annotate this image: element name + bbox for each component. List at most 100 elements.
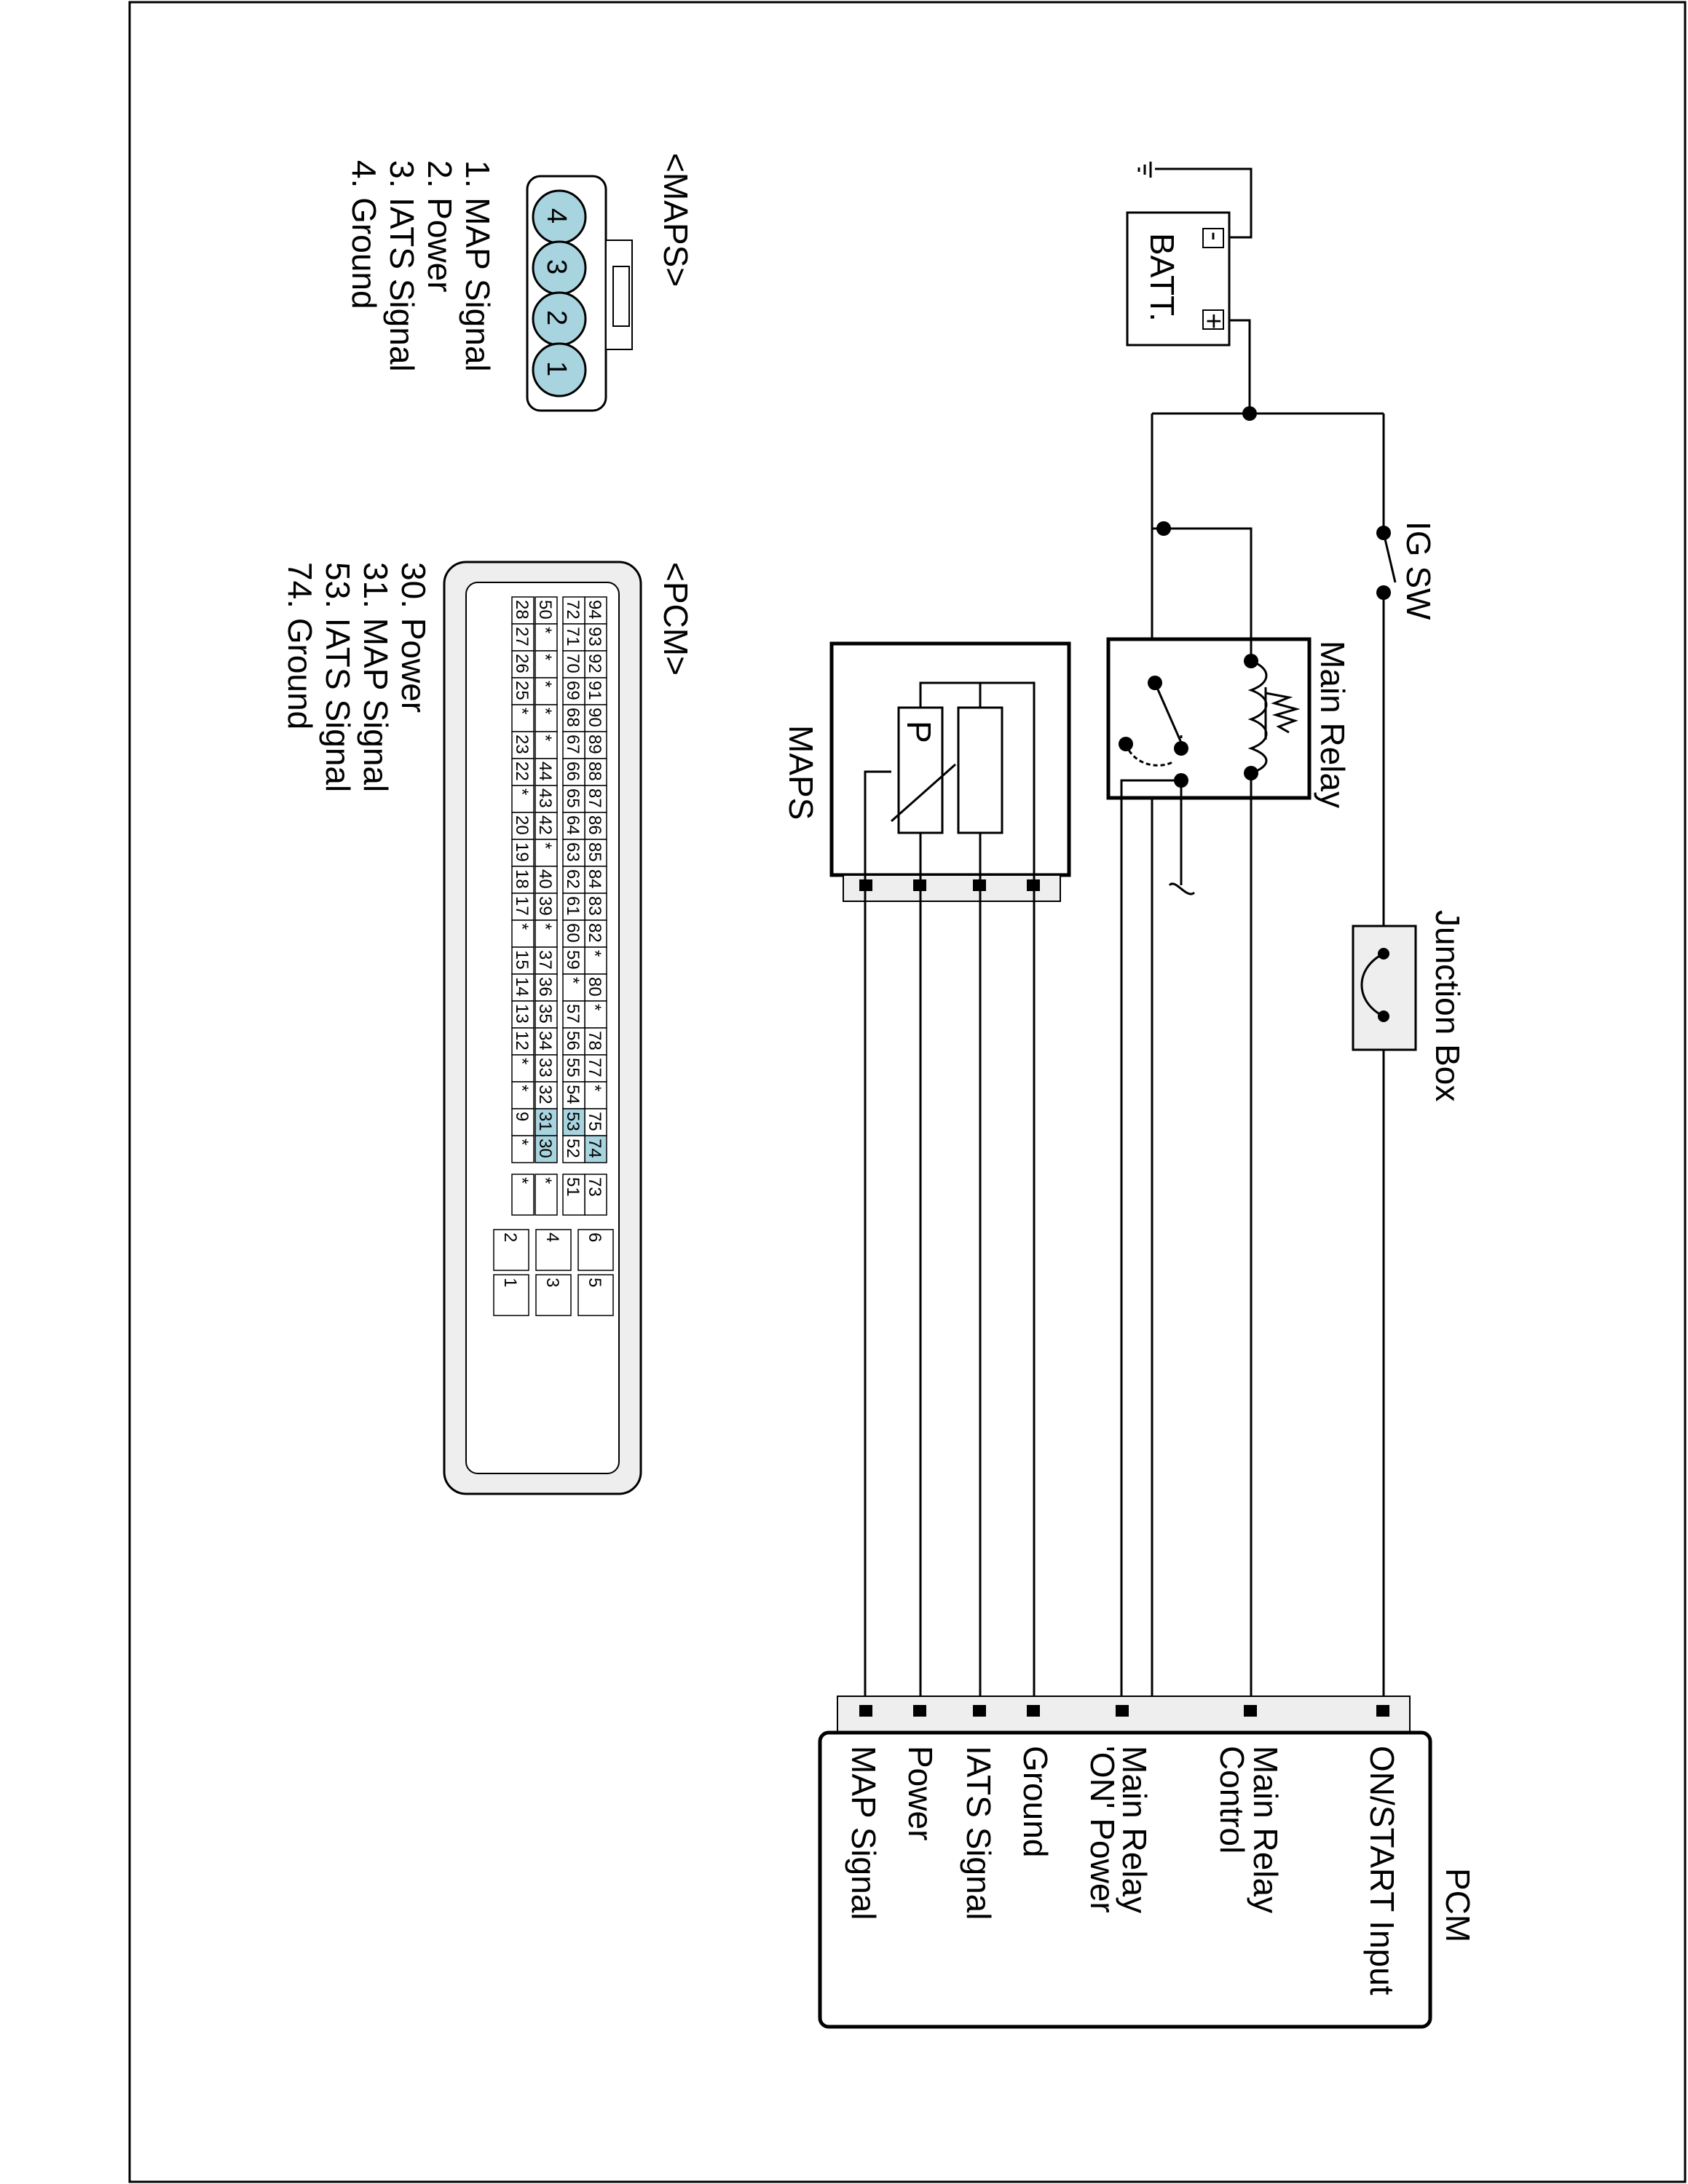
- svg-text:BATT.: BATT.: [1143, 233, 1181, 322]
- pcm-pin-72: [562, 596, 585, 625]
- pcm-pin-30: [535, 1135, 558, 1163]
- pcm-pin-19: [511, 839, 535, 867]
- svg-text:PCM: PCM: [1439, 1868, 1477, 1942]
- pcm-pin-75: [584, 1108, 607, 1136]
- pcm-pin-unused-label: *: [535, 681, 555, 687]
- pcm-pin-57: [562, 1000, 585, 1029]
- pcm-pin-80-label: 80: [585, 977, 604, 997]
- ground-symbol: [1137, 162, 1152, 178]
- pcm-pin-unused-label: *: [512, 923, 532, 930]
- svg-text:Control: Control: [1213, 1746, 1251, 1853]
- pcm-pin-23: [511, 731, 535, 759]
- pcm-pin-39: [535, 893, 558, 921]
- pcm-power-pin-4-label: 4: [543, 1233, 562, 1242]
- pcm-pin-91-label: 91: [585, 681, 604, 700]
- pcm-pin-unused-label: *: [512, 1085, 532, 1091]
- pcm-pin-72-label: 72: [563, 600, 583, 620]
- pcm-pin-59-label: 59: [563, 950, 583, 970]
- pcm-pin-unused-label: *: [585, 1085, 604, 1091]
- pcm-pin-40: [535, 866, 558, 894]
- pcm-pin-71-label: 71: [563, 627, 583, 646]
- pcm-power-pin-3: [535, 1274, 572, 1316]
- svg-text:1: 1: [541, 361, 572, 376]
- pcm-pin-84-label: 84: [585, 869, 604, 889]
- pcm-pin-53: [562, 1108, 585, 1136]
- pcm-pin-19-label: 19: [512, 842, 532, 862]
- pcm-module: PCM ON/START Input Main Relay Control Ma…: [818, 1696, 1477, 2029]
- pcm-power-pin-3-label: 3: [543, 1278, 562, 1287]
- pcm-pin-unused-label: *: [535, 735, 555, 741]
- pcm-pin-85-label: 85: [585, 842, 604, 862]
- svg-text:IG SW: IG SW: [1400, 521, 1437, 620]
- pcm-pin-17: [511, 893, 535, 921]
- svg-text:Main Relay: Main Relay: [1314, 641, 1352, 808]
- pcm-power-pin-6: [577, 1229, 614, 1271]
- pcm-pin-75-label: 75: [585, 1112, 604, 1131]
- svg-text:53. IATS Signal: 53. IATS Signal: [319, 562, 357, 792]
- svg-text:+: +: [1198, 313, 1228, 329]
- svg-text:31. MAP Signal: 31. MAP Signal: [357, 562, 395, 792]
- pcm-pin-68-label: 68: [563, 708, 583, 727]
- pcm-pin-unused-label: *: [512, 1058, 532, 1064]
- pcm-pin-14: [511, 973, 535, 1002]
- pcm-power-pin-2: [493, 1229, 529, 1271]
- pcm-pin-69: [562, 677, 585, 705]
- pcm-pin-64-label: 64: [563, 815, 583, 835]
- pcm-power-pin-6-label: 6: [585, 1233, 604, 1242]
- svg-text:2. Power: 2. Power: [421, 160, 459, 293]
- maps-connector: <MAPS> 4 3 2 1 1. MAP Signal 2. Power 3.…: [345, 153, 695, 412]
- svg-text:MAPS: MAPS: [782, 725, 820, 820]
- pcm-pin-90-label: 90: [585, 708, 604, 727]
- pcm-pin-13-label: 13: [512, 1004, 532, 1024]
- junction-box: Junction Box: [1352, 910, 1467, 1101]
- pcm-power-pin-5: [577, 1274, 614, 1316]
- pcm-pin-69-label: 69: [563, 681, 583, 700]
- pcm-pin-84: [584, 866, 607, 894]
- pcm-pin-62: [562, 866, 585, 894]
- svg-text:P: P: [900, 721, 938, 743]
- svg-text:2: 2: [541, 310, 572, 325]
- svg-text:-: -: [1199, 232, 1230, 241]
- pcm-pin-unused: [535, 704, 558, 732]
- pcm-pin-20-label: 20: [512, 815, 532, 835]
- pcm-pin-26: [511, 650, 535, 678]
- pcm-pin-82-label: 82: [585, 923, 604, 943]
- pcm-pin-15-label: 15: [512, 950, 532, 970]
- pcm-pin-93: [584, 623, 607, 652]
- pcm-pin-37-label: 37: [535, 950, 555, 970]
- pcm-pin-70: [562, 650, 585, 678]
- svg-text:3. IATS Signal: 3. IATS Signal: [383, 160, 421, 372]
- pcm-pin-12-label: 12: [512, 1031, 532, 1051]
- pcm-pin-33: [535, 1054, 558, 1083]
- svg-text:Main Relay: Main Relay: [1247, 1746, 1285, 1913]
- pcm-pin-9-label: 9: [512, 1112, 532, 1121]
- pcm-pin-88-label: 88: [585, 761, 604, 781]
- svg-text:1. MAP Signal: 1. MAP Signal: [459, 160, 497, 372]
- pcm-pin-unused-label: *: [512, 708, 532, 714]
- pcm-pin-36-label: 36: [535, 977, 555, 997]
- pcm-power-pin-5-label: 5: [585, 1278, 604, 1287]
- pcm-pin-61: [562, 893, 585, 921]
- pcm-connector: <PCM> 94939291908988878685848382*80*7877…: [281, 561, 695, 1495]
- pcm-pin-unused-label: *: [535, 627, 555, 633]
- main-relay: Main Relay: [1106, 521, 1352, 1709]
- pcm-pin-44: [535, 758, 558, 786]
- pcm-pin-unused-label: *: [585, 1004, 604, 1010]
- pcm-pin-82: [584, 919, 607, 948]
- pcm-pin-30-label: 30: [535, 1139, 555, 1158]
- pcm-pin-43-label: 43: [535, 788, 555, 808]
- svg-text:<PCM>: <PCM>: [657, 562, 695, 676]
- pcm-pin-60-label: 60: [563, 923, 583, 943]
- pcm-pin-93-label: 93: [585, 627, 604, 646]
- pcm-pin-73: [584, 1174, 607, 1216]
- svg-text:74. Ground: 74. Ground: [281, 562, 319, 729]
- pcm-pin-unused: [511, 1174, 535, 1216]
- pcm-pin-35-label: 35: [535, 1004, 555, 1024]
- pcm-pin-67: [562, 731, 585, 759]
- pcm-pin-53-label: 53: [563, 1112, 583, 1131]
- pcm-pin-42-label: 42: [535, 815, 555, 835]
- svg-text:ON/START Input: ON/START Input: [1363, 1746, 1401, 1995]
- svg-text:IATS Signal: IATS Signal: [960, 1746, 998, 1920]
- pcm-pin-51-label: 51: [563, 1177, 583, 1197]
- pcm-pin-unused-label: *: [512, 1139, 532, 1145]
